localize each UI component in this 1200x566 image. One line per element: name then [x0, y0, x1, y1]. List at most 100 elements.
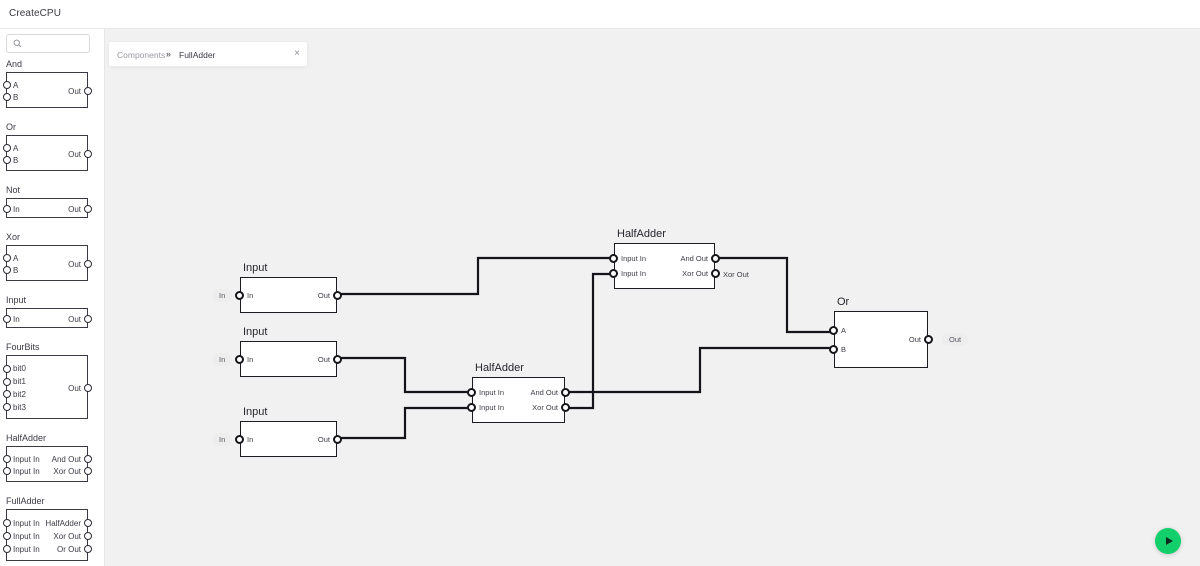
- node-title: HalfAdder: [617, 228, 666, 240]
- node-port-in[interactable]: [829, 325, 838, 335]
- node-body[interactable]: [834, 311, 928, 368]
- palette-port-out[interactable]: [83, 260, 92, 268]
- breadcrumb-separator-icon: »: [166, 49, 172, 59]
- node-body[interactable]: [472, 377, 565, 423]
- node-port-out[interactable]: [333, 354, 342, 364]
- node-port-in[interactable]: [829, 344, 838, 354]
- palette-port-in[interactable]: [2, 377, 11, 386]
- palette-port-out[interactable]: [83, 545, 92, 553]
- node-title: Input: [243, 406, 268, 418]
- node-port-in[interactable]: [235, 434, 244, 444]
- palette-port-in[interactable]: [2, 455, 11, 463]
- wire-input1-to-halfadder1-in1: [337, 256, 614, 296]
- palette-port-in[interactable]: [2, 81, 11, 89]
- node-port-out-label: Out: [317, 354, 330, 364]
- search-box[interactable]: [6, 34, 90, 53]
- palette-port-in[interactable]: [2, 519, 11, 527]
- palette-item-label: Or: [6, 122, 16, 132]
- palette-port-out[interactable]: [83, 532, 92, 540]
- palette-port-out[interactable]: [83, 467, 92, 475]
- node-port-out[interactable]: [333, 290, 342, 300]
- app-title: CreateCPU: [9, 8, 62, 19]
- node-port-in-label: A: [841, 325, 847, 335]
- node-port-in[interactable]: [467, 387, 476, 397]
- node-port-out[interactable]: [561, 403, 570, 413]
- palette-port-out[interactable]: [83, 455, 92, 463]
- palette-port-in[interactable]: [2, 467, 11, 475]
- palette-port-out[interactable]: [83, 87, 92, 95]
- node-input-badge: In: [212, 352, 233, 366]
- node-title: Input: [243, 326, 268, 338]
- palette-port-in[interactable]: [2, 93, 11, 101]
- node-body[interactable]: [240, 341, 337, 377]
- palette-port-in[interactable]: [2, 532, 11, 540]
- palette-port-in[interactable]: [2, 205, 11, 213]
- node-output-tag: Xor Out: [723, 270, 749, 280]
- node-port-in[interactable]: [235, 354, 244, 364]
- node-port-in[interactable]: [235, 290, 244, 300]
- palette-port-out[interactable]: [83, 205, 92, 213]
- palette-port-out[interactable]: [83, 315, 92, 323]
- palette-port-in-label: Input In: [13, 518, 40, 528]
- node-title: HalfAdder: [475, 362, 524, 374]
- palette-port-out[interactable]: [83, 384, 92, 392]
- node-port-in-label: Input In: [621, 253, 647, 263]
- palette-port-in[interactable]: [2, 156, 11, 164]
- node-port-out[interactable]: [561, 387, 570, 397]
- search-icon: [13, 39, 22, 48]
- node-port-in-label: B: [841, 344, 847, 354]
- palette-port-in[interactable]: [2, 390, 11, 399]
- node-port-out[interactable]: [711, 269, 720, 279]
- palette-port-in[interactable]: [2, 545, 11, 553]
- node-port-out[interactable]: [333, 434, 342, 444]
- palette-port-in[interactable]: [2, 254, 11, 262]
- palette-port-in[interactable]: [2, 364, 11, 373]
- run-simulation-button[interactable]: [1155, 528, 1181, 554]
- palette-port-out[interactable]: [83, 519, 92, 527]
- palette-port-in[interactable]: [2, 403, 11, 412]
- close-icon[interactable]: ×: [294, 48, 300, 59]
- palette-port-out-label: Out: [68, 204, 81, 214]
- node-port-out[interactable]: [711, 253, 720, 263]
- palette-port-in[interactable]: [2, 144, 11, 152]
- breadcrumb-root[interactable]: Components: [117, 50, 166, 60]
- node-port-out-label: Out: [317, 434, 330, 444]
- palette-item-label: FourBits: [6, 342, 40, 352]
- search-input[interactable]: [27, 35, 87, 52]
- palette-port-in[interactable]: [2, 266, 11, 274]
- node-port-out-label: Xor Out: [682, 269, 708, 279]
- breadcrumb-current: FullAdder: [179, 50, 216, 60]
- node-port-in[interactable]: [609, 253, 618, 263]
- palette-port-out-label: And Out: [51, 454, 81, 464]
- node-port-out[interactable]: [924, 335, 933, 344]
- node-body[interactable]: [614, 243, 715, 289]
- palette-port-in[interactable]: [2, 315, 11, 323]
- palette-port-out[interactable]: [83, 150, 92, 158]
- palette-item-label: Not: [6, 185, 21, 195]
